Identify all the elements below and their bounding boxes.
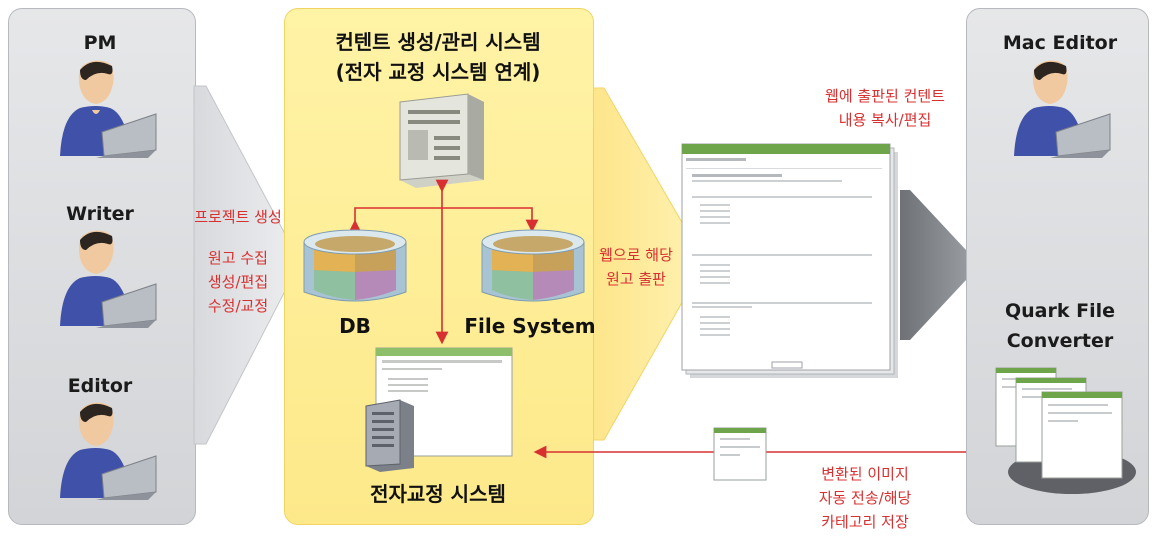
mac-editor-person-icon	[1014, 60, 1111, 158]
converted-line-3: 카테고리 저장	[821, 513, 909, 531]
pm-person-icon	[60, 60, 157, 158]
db-label: DB	[339, 314, 371, 338]
person-label-writer: Writer	[66, 203, 134, 225]
project-create-label: 프로젝트 생성	[194, 208, 282, 226]
mac-editor-label: Mac Editor	[1002, 32, 1118, 54]
writer-person-icon	[60, 230, 157, 328]
file-system-cylinder-icon	[481, 229, 585, 302]
content-server-icon	[399, 93, 484, 188]
web-publish-line-1: 웹으로 해당	[599, 246, 673, 264]
file-system-label: File System	[464, 314, 596, 338]
center-title-line-2: (전자 교정 시스템 연계)	[335, 60, 541, 84]
web-page-document	[681, 143, 898, 378]
manuscript-line-1: 원고 수집	[208, 249, 268, 267]
manuscript-line-2: 생성/편집	[207, 273, 269, 291]
editor-person-icon	[60, 402, 157, 500]
web-copy-line-2: 내용 복사/편집	[838, 111, 932, 129]
converted-pages-stack-icon	[995, 367, 1136, 494]
proofing-system-label: 전자교정 시스템	[370, 482, 506, 506]
db-cylinder-icon	[303, 229, 407, 302]
center-title-line-1: 컨텐트 생성/관리 시스템	[335, 30, 541, 54]
converted-line-1: 변환된 이미지	[821, 465, 909, 483]
person-label-pm: PM	[83, 32, 117, 54]
web-copy-line-1: 웹에 출판된 컨텐트	[825, 87, 945, 105]
proofing-server-icon	[365, 399, 414, 472]
converter-label-line-2: Converter	[1006, 330, 1114, 352]
converter-label-line-1: Quark File	[1004, 300, 1115, 322]
converted-image-icon	[713, 427, 767, 481]
person-label-editor: Editor	[67, 375, 133, 397]
manuscript-line-3: 수정/교정	[207, 297, 269, 315]
web-publish-line-2: 원고 출판	[606, 270, 666, 288]
converted-line-2: 자동 전송/해당	[818, 489, 912, 507]
